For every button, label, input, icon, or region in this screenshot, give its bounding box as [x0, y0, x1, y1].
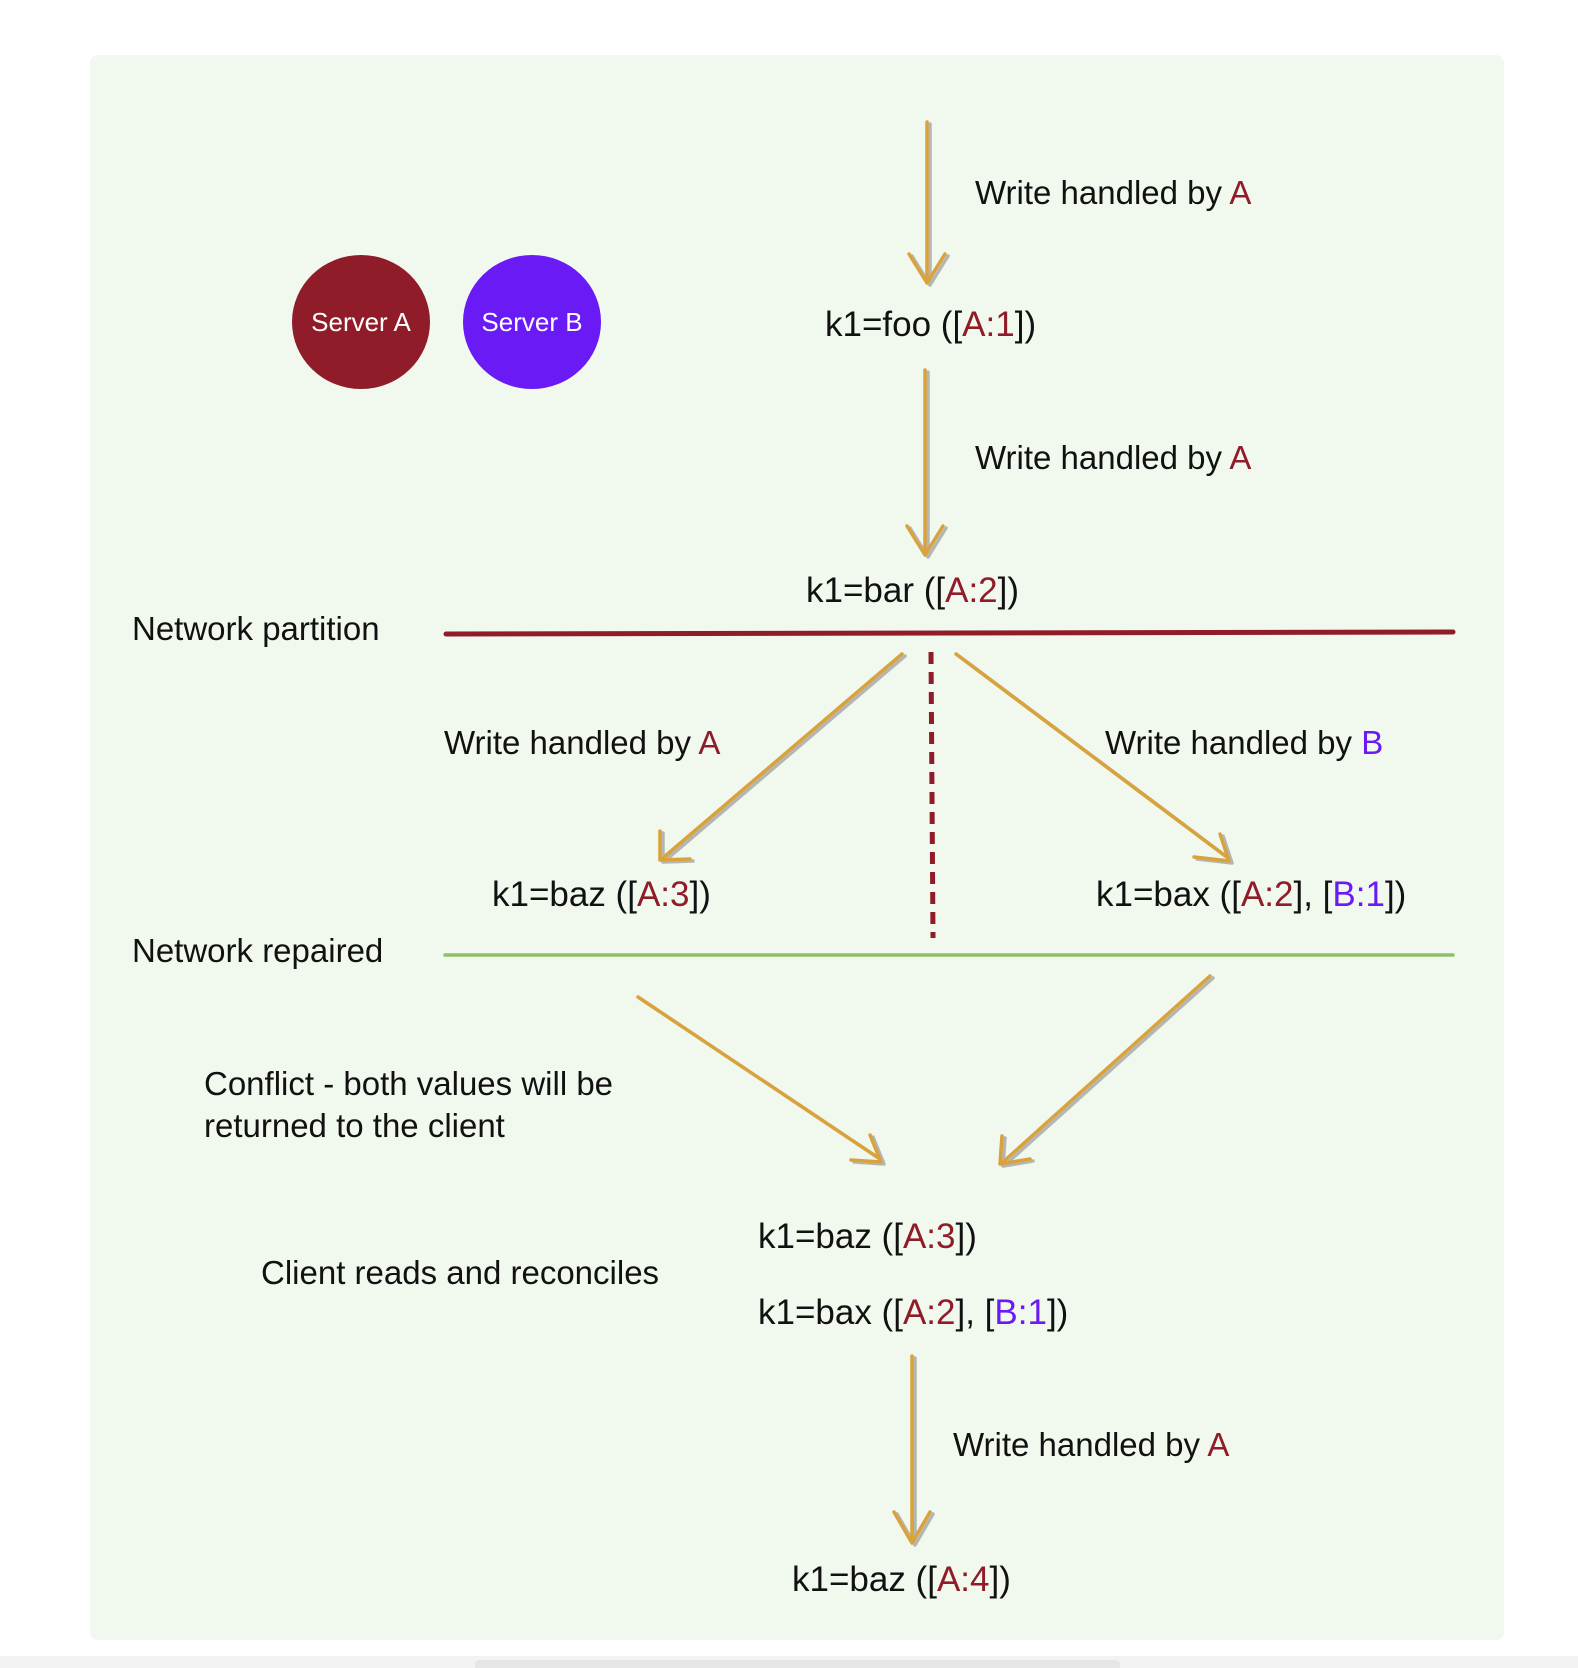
value-text: k1=baz ([: [792, 1560, 937, 1599]
write-label-text: Write handled by: [1105, 724, 1362, 761]
value-text: ]): [1014, 305, 1037, 344]
value-k1-baz-a3: k1=baz ([A:3]): [492, 875, 711, 915]
version-b: B:1: [1332, 875, 1385, 914]
version-a: A:2: [945, 571, 998, 610]
arrow-merge-left: [636, 995, 883, 1164]
conflict-label-line2: returned to the client: [204, 1107, 505, 1144]
value-text: ]): [1384, 875, 1407, 914]
write-server: A: [698, 724, 721, 761]
version-b: B:1: [994, 1293, 1047, 1332]
write-label-2: Write handled by A: [975, 438, 1251, 478]
conflict-label-line1: Conflict - both values will be: [204, 1065, 614, 1102]
value-conflict-bax: k1=bax ([A:2], [B:1]): [758, 1293, 1068, 1333]
value-text: ], [: [1293, 875, 1333, 914]
value-text: ]): [997, 571, 1020, 610]
value-text: k1=foo ([: [825, 305, 963, 344]
version-a: A:3: [902, 1217, 956, 1256]
value-text: ]): [989, 1560, 1011, 1599]
version-a: A:2: [902, 1293, 956, 1332]
write-label-text: Write handled by: [444, 724, 699, 761]
value-k1-bar: k1=bar ([A:2]): [806, 571, 1019, 611]
value-text: ], [: [955, 1293, 995, 1332]
partition-divider-dashed: [928, 651, 936, 939]
value-text: k1=baz ([: [758, 1217, 903, 1256]
value-text: ]): [955, 1217, 977, 1256]
arrow-write-2: [905, 368, 945, 557]
value-text: k1=bar ([: [806, 571, 946, 610]
network-partition-line: [443, 629, 1456, 637]
value-text: k1=baz ([: [492, 875, 637, 914]
value-text: ]): [1046, 1293, 1069, 1332]
write-label-4: Write handled by B: [1105, 723, 1383, 763]
server-b-label: Server B: [481, 306, 583, 337]
server-a-circle: Server A: [292, 255, 430, 389]
write-label-3: Write handled by A: [444, 723, 720, 763]
value-text: ]): [689, 875, 711, 914]
arrow-merge-right: [998, 974, 1212, 1166]
network-partition-label: Network partition: [132, 610, 380, 647]
write-server: A: [1229, 439, 1252, 476]
version-a: A:3: [636, 875, 690, 914]
write-label-text: Write handled by: [975, 174, 1230, 211]
horizontal-scrollbar[interactable]: [475, 1660, 1120, 1668]
server-b-circle: Server B: [463, 255, 601, 389]
value-text: k1=bax ([: [758, 1293, 903, 1332]
arrow-write-final: [892, 1354, 932, 1545]
write-label-text: Write handled by: [953, 1426, 1208, 1463]
write-server: A: [1207, 1426, 1230, 1463]
write-label-text: Write handled by: [975, 439, 1230, 476]
version-a: A:1: [962, 305, 1015, 344]
write-label-5: Write handled by A: [953, 1425, 1229, 1465]
value-text: k1=bax ([: [1096, 875, 1241, 914]
value-k1-foo: k1=foo ([A:1]): [825, 305, 1036, 345]
value-k1-baz-a4: k1=baz ([A:4]): [792, 1560, 1011, 1600]
arrow-write-1: [907, 120, 947, 285]
write-server: A: [1229, 174, 1252, 211]
server-a-label: Server A: [311, 306, 411, 337]
version-a: A:2: [1240, 875, 1294, 914]
value-conflict-baz: k1=baz ([A:3]): [758, 1217, 977, 1257]
arrow-write-a-partition: [658, 652, 904, 862]
write-label-1: Write handled by A: [975, 173, 1251, 213]
arrow-write-b-partition: [954, 652, 1231, 863]
network-repaired-label: Network repaired: [132, 932, 384, 969]
client-reconciles-label: Client reads and reconciles: [261, 1254, 660, 1291]
value-k1-bax: k1=bax ([A:2], [B:1]): [1096, 875, 1406, 915]
version-a: A:4: [936, 1560, 990, 1599]
write-server: B: [1361, 724, 1384, 761]
